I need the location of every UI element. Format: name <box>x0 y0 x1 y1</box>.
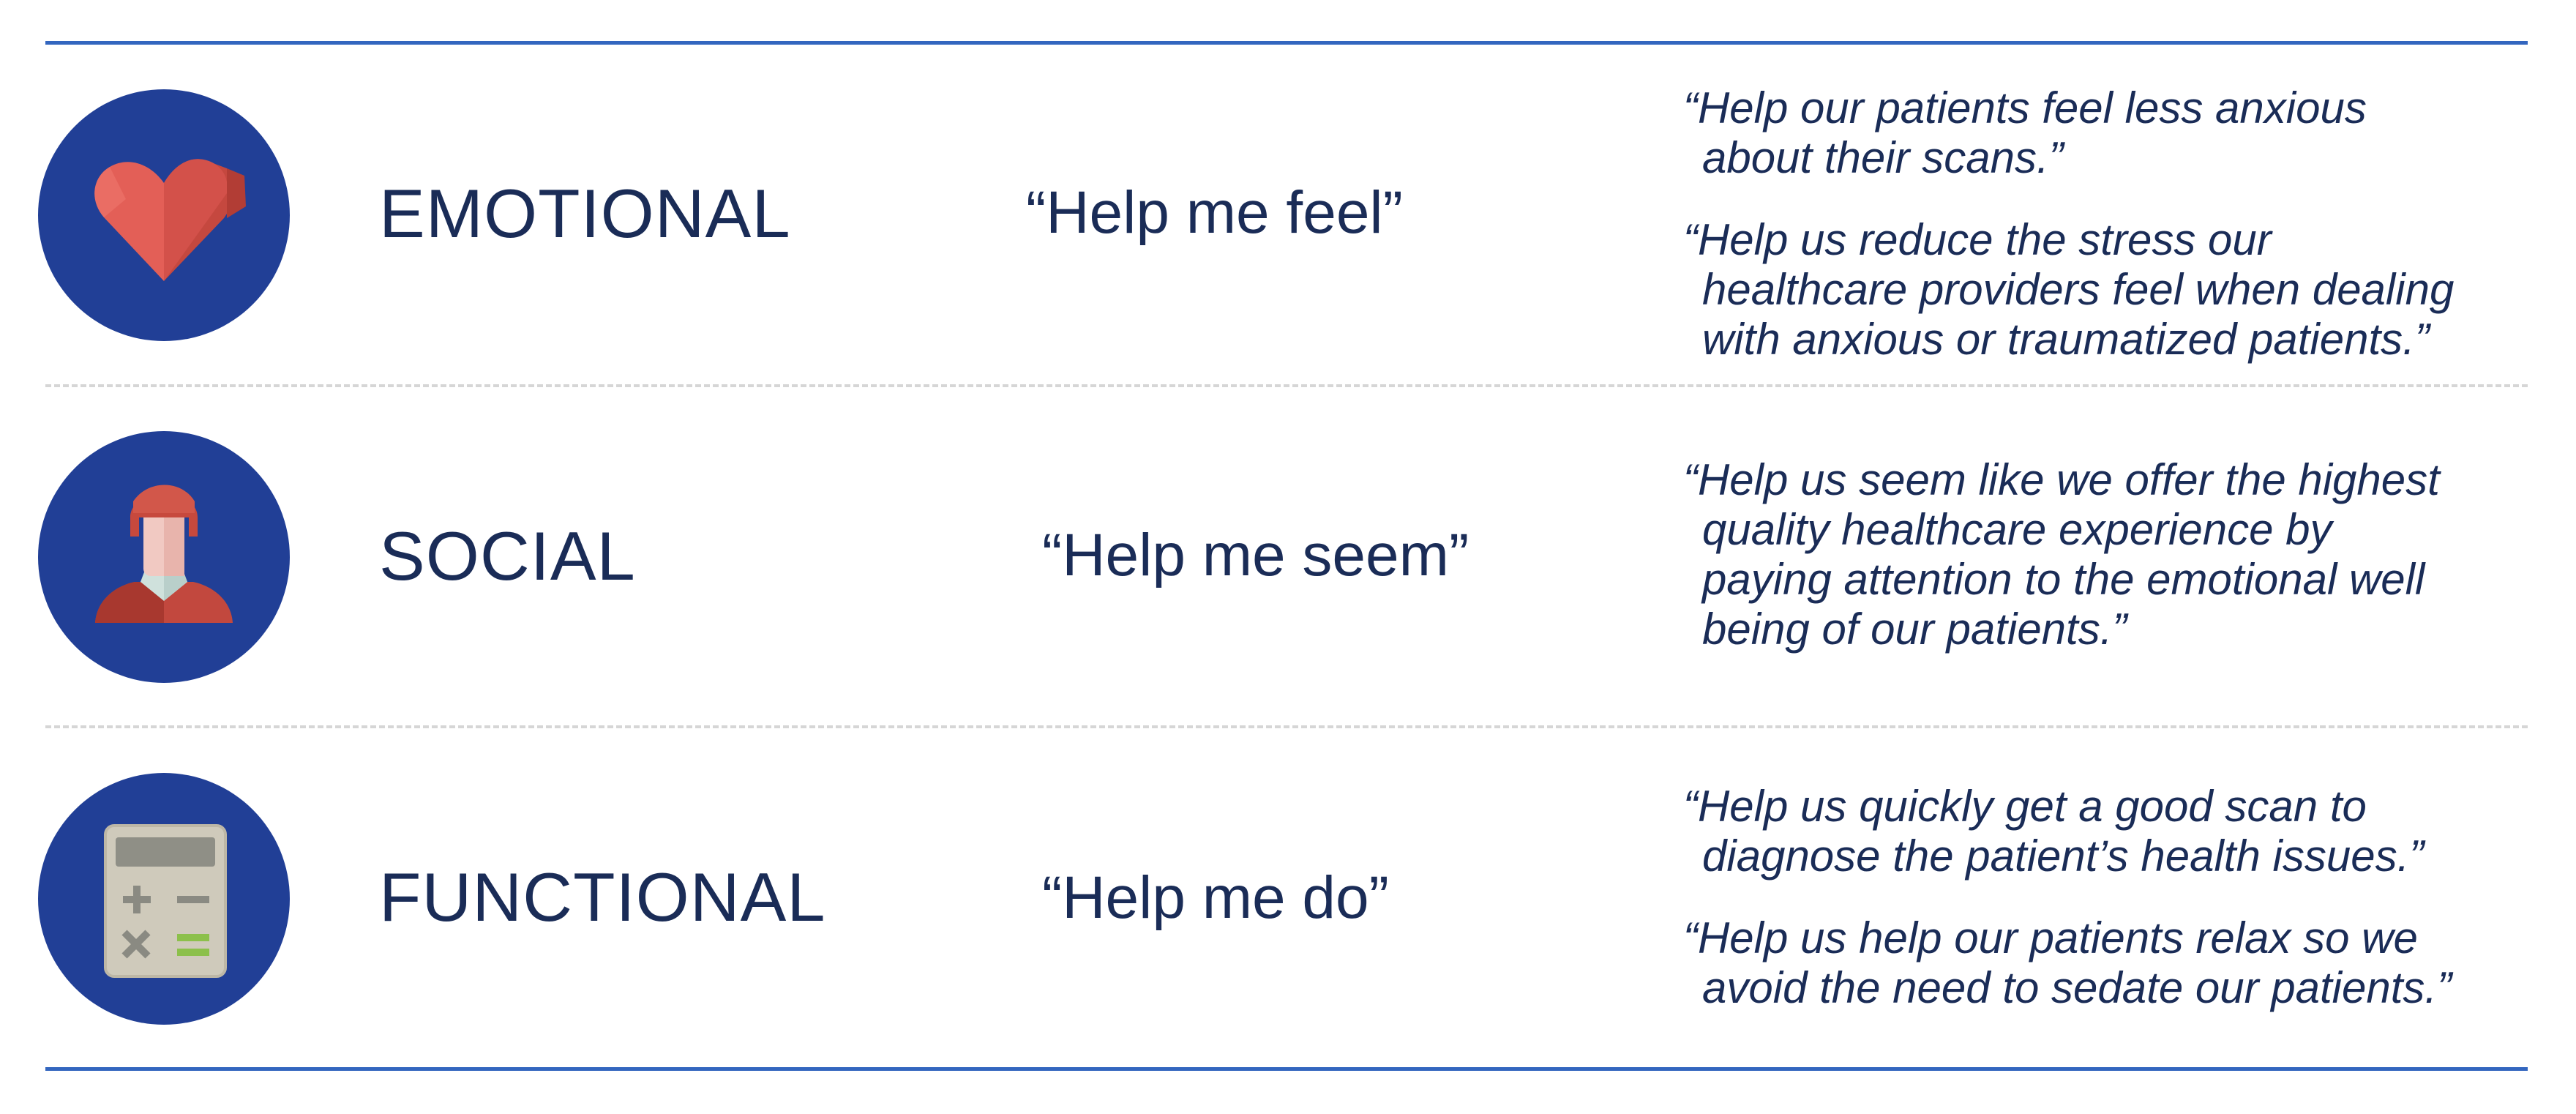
emotional-icon-badge <box>38 89 290 341</box>
tagline: “Help me do” <box>1042 864 1389 931</box>
tagline: “Help me seem” <box>1042 522 1469 588</box>
heart-icon <box>94 159 246 281</box>
quote: “Help us seem like we offer the highest … <box>1683 455 2440 654</box>
category-label: FUNCTIONAL <box>379 859 826 935</box>
tagline: “Help me feel” <box>1026 179 1403 246</box>
row-divider <box>45 725 2528 728</box>
functional-icon-badge <box>38 773 290 1025</box>
quote-list: “Help us seem like we offer the highest … <box>1683 455 2547 687</box>
quote-list: “Help us quickly get a good scan to diag… <box>1683 782 2547 1045</box>
quote: “Help our patients feel less anxious abo… <box>1683 83 2367 182</box>
top-rule <box>45 41 2528 45</box>
quote-list: “Help our patients feel less anxious abo… <box>1683 83 2547 397</box>
category-label: SOCIAL <box>379 517 636 594</box>
quote: “Help us quickly get a good scan to diag… <box>1683 782 2425 881</box>
quote: “Help us help our patients relax so we a… <box>1683 913 2452 1012</box>
calculator-icon <box>104 824 227 978</box>
row-divider <box>45 384 2528 387</box>
social-icon-badge <box>38 431 290 683</box>
bottom-rule <box>45 1067 2528 1071</box>
quote: “Help us reduce the stress our healthcar… <box>1683 215 2455 364</box>
category-label: EMOTIONAL <box>379 175 791 252</box>
person-icon <box>95 485 233 623</box>
